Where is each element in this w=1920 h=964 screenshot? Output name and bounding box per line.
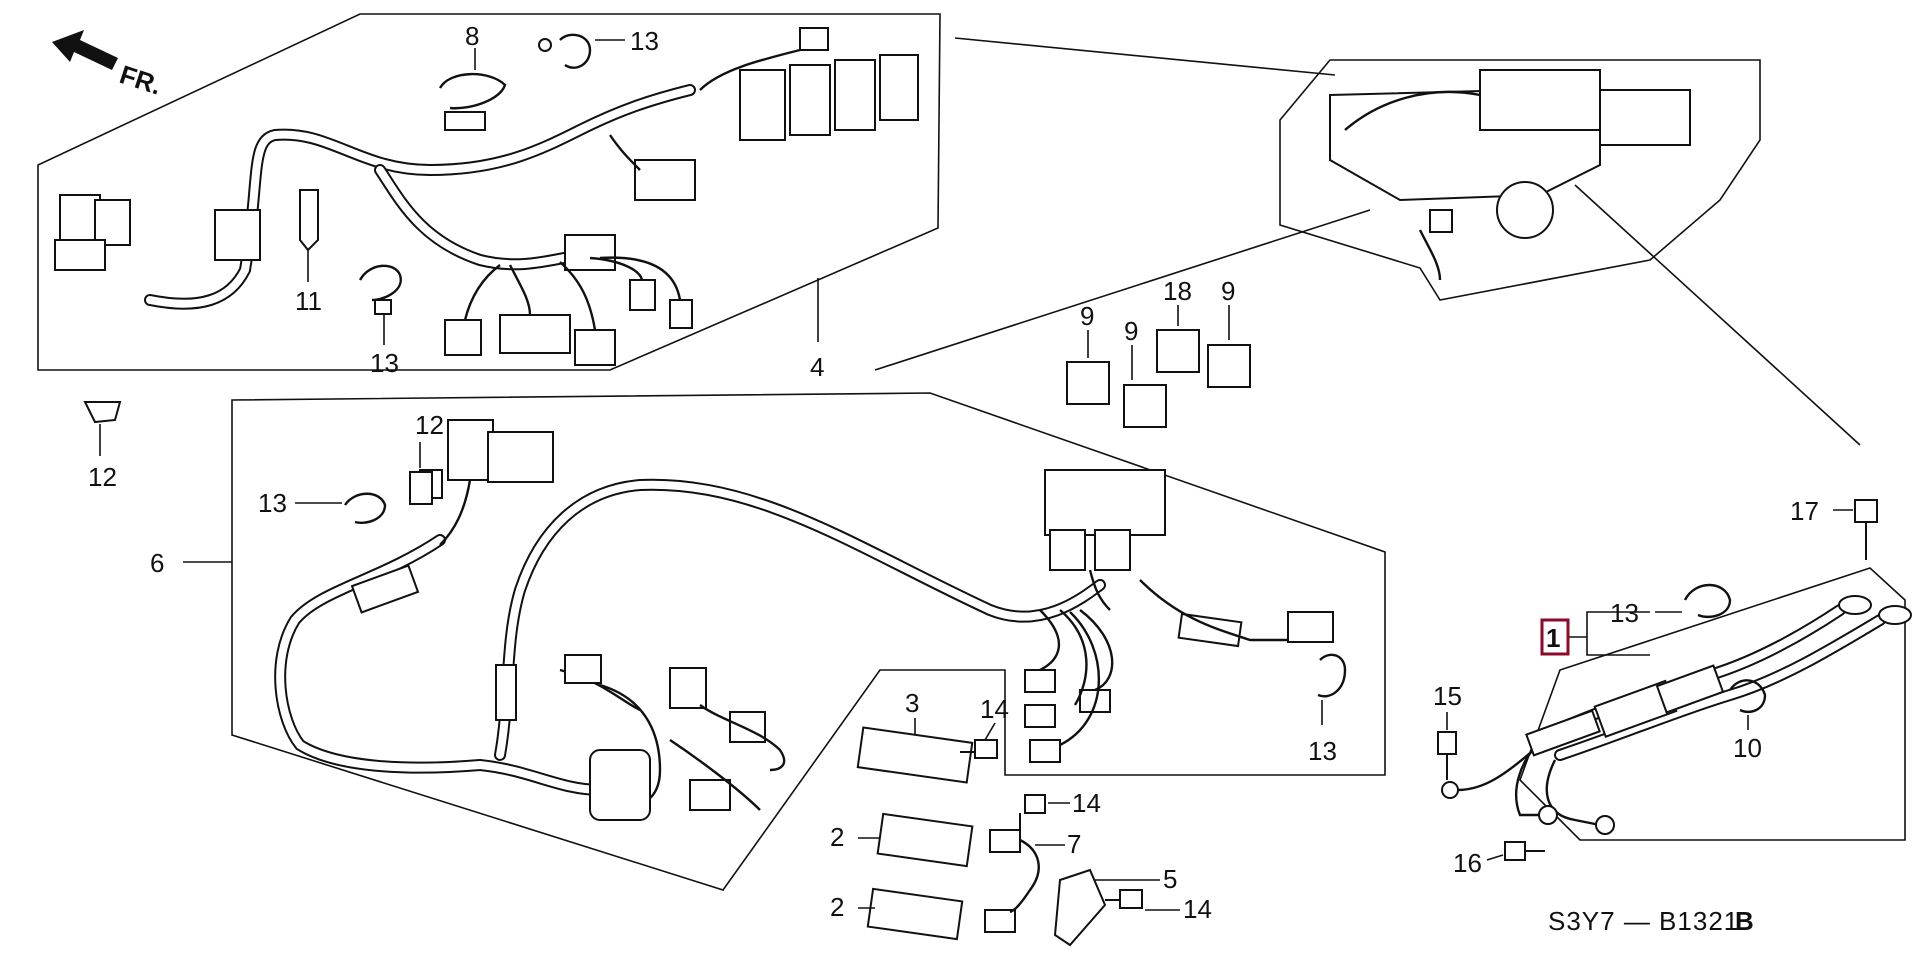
callout-2: 2 <box>830 822 844 852</box>
front-direction-arrow-icon <box>52 30 118 70</box>
callout-14: 14 <box>980 694 1009 724</box>
panel-harness-4 <box>37 13 941 371</box>
cable-assembly-1 <box>1437 499 1912 861</box>
callout-2: 2 <box>830 892 844 922</box>
clip-12-part <box>83 401 122 456</box>
callout-3: 3 <box>905 688 919 718</box>
callout-1-highlight-box <box>1540 618 1570 656</box>
callout-12: 12 <box>88 462 117 492</box>
callout-11: 11 <box>295 286 322 316</box>
callout-1: 1 <box>1546 623 1560 653</box>
callout-18: 18 <box>1163 276 1192 306</box>
callout-13: 13 <box>1610 598 1639 628</box>
callout-16: 16 <box>1453 848 1482 878</box>
panel-harness-6 <box>183 392 1386 891</box>
callout-17: 17 <box>1790 496 1819 526</box>
callout-9: 9 <box>1080 301 1094 331</box>
callout-7: 7 <box>1067 829 1081 859</box>
diagram-code: S3Y7 — B1321 <box>1548 906 1739 936</box>
callout-13: 13 <box>1308 736 1337 766</box>
vehicle-floor-illustration <box>1279 59 1761 301</box>
callout-4: 4 <box>810 352 824 382</box>
relay-group <box>1066 305 1251 428</box>
callout-13: 13 <box>258 488 287 518</box>
callout-13: 13 <box>370 348 399 378</box>
callout-14: 14 <box>1183 894 1212 924</box>
callout-15: 15 <box>1433 681 1462 711</box>
callout-6: 6 <box>150 548 164 578</box>
front-direction-label: FR. <box>116 59 165 100</box>
callout-9: 9 <box>1124 316 1138 346</box>
diagram-revision: B <box>1735 906 1755 936</box>
callout-8: 8 <box>465 21 479 51</box>
lower-parts-group <box>856 718 1180 947</box>
callout-5: 5 <box>1163 864 1177 894</box>
callout-13: 13 <box>630 26 659 56</box>
callout-9: 9 <box>1221 276 1235 306</box>
callout-12: 12 <box>415 410 444 440</box>
callout-10: 10 <box>1733 733 1762 763</box>
callout-14: 14 <box>1072 788 1101 818</box>
